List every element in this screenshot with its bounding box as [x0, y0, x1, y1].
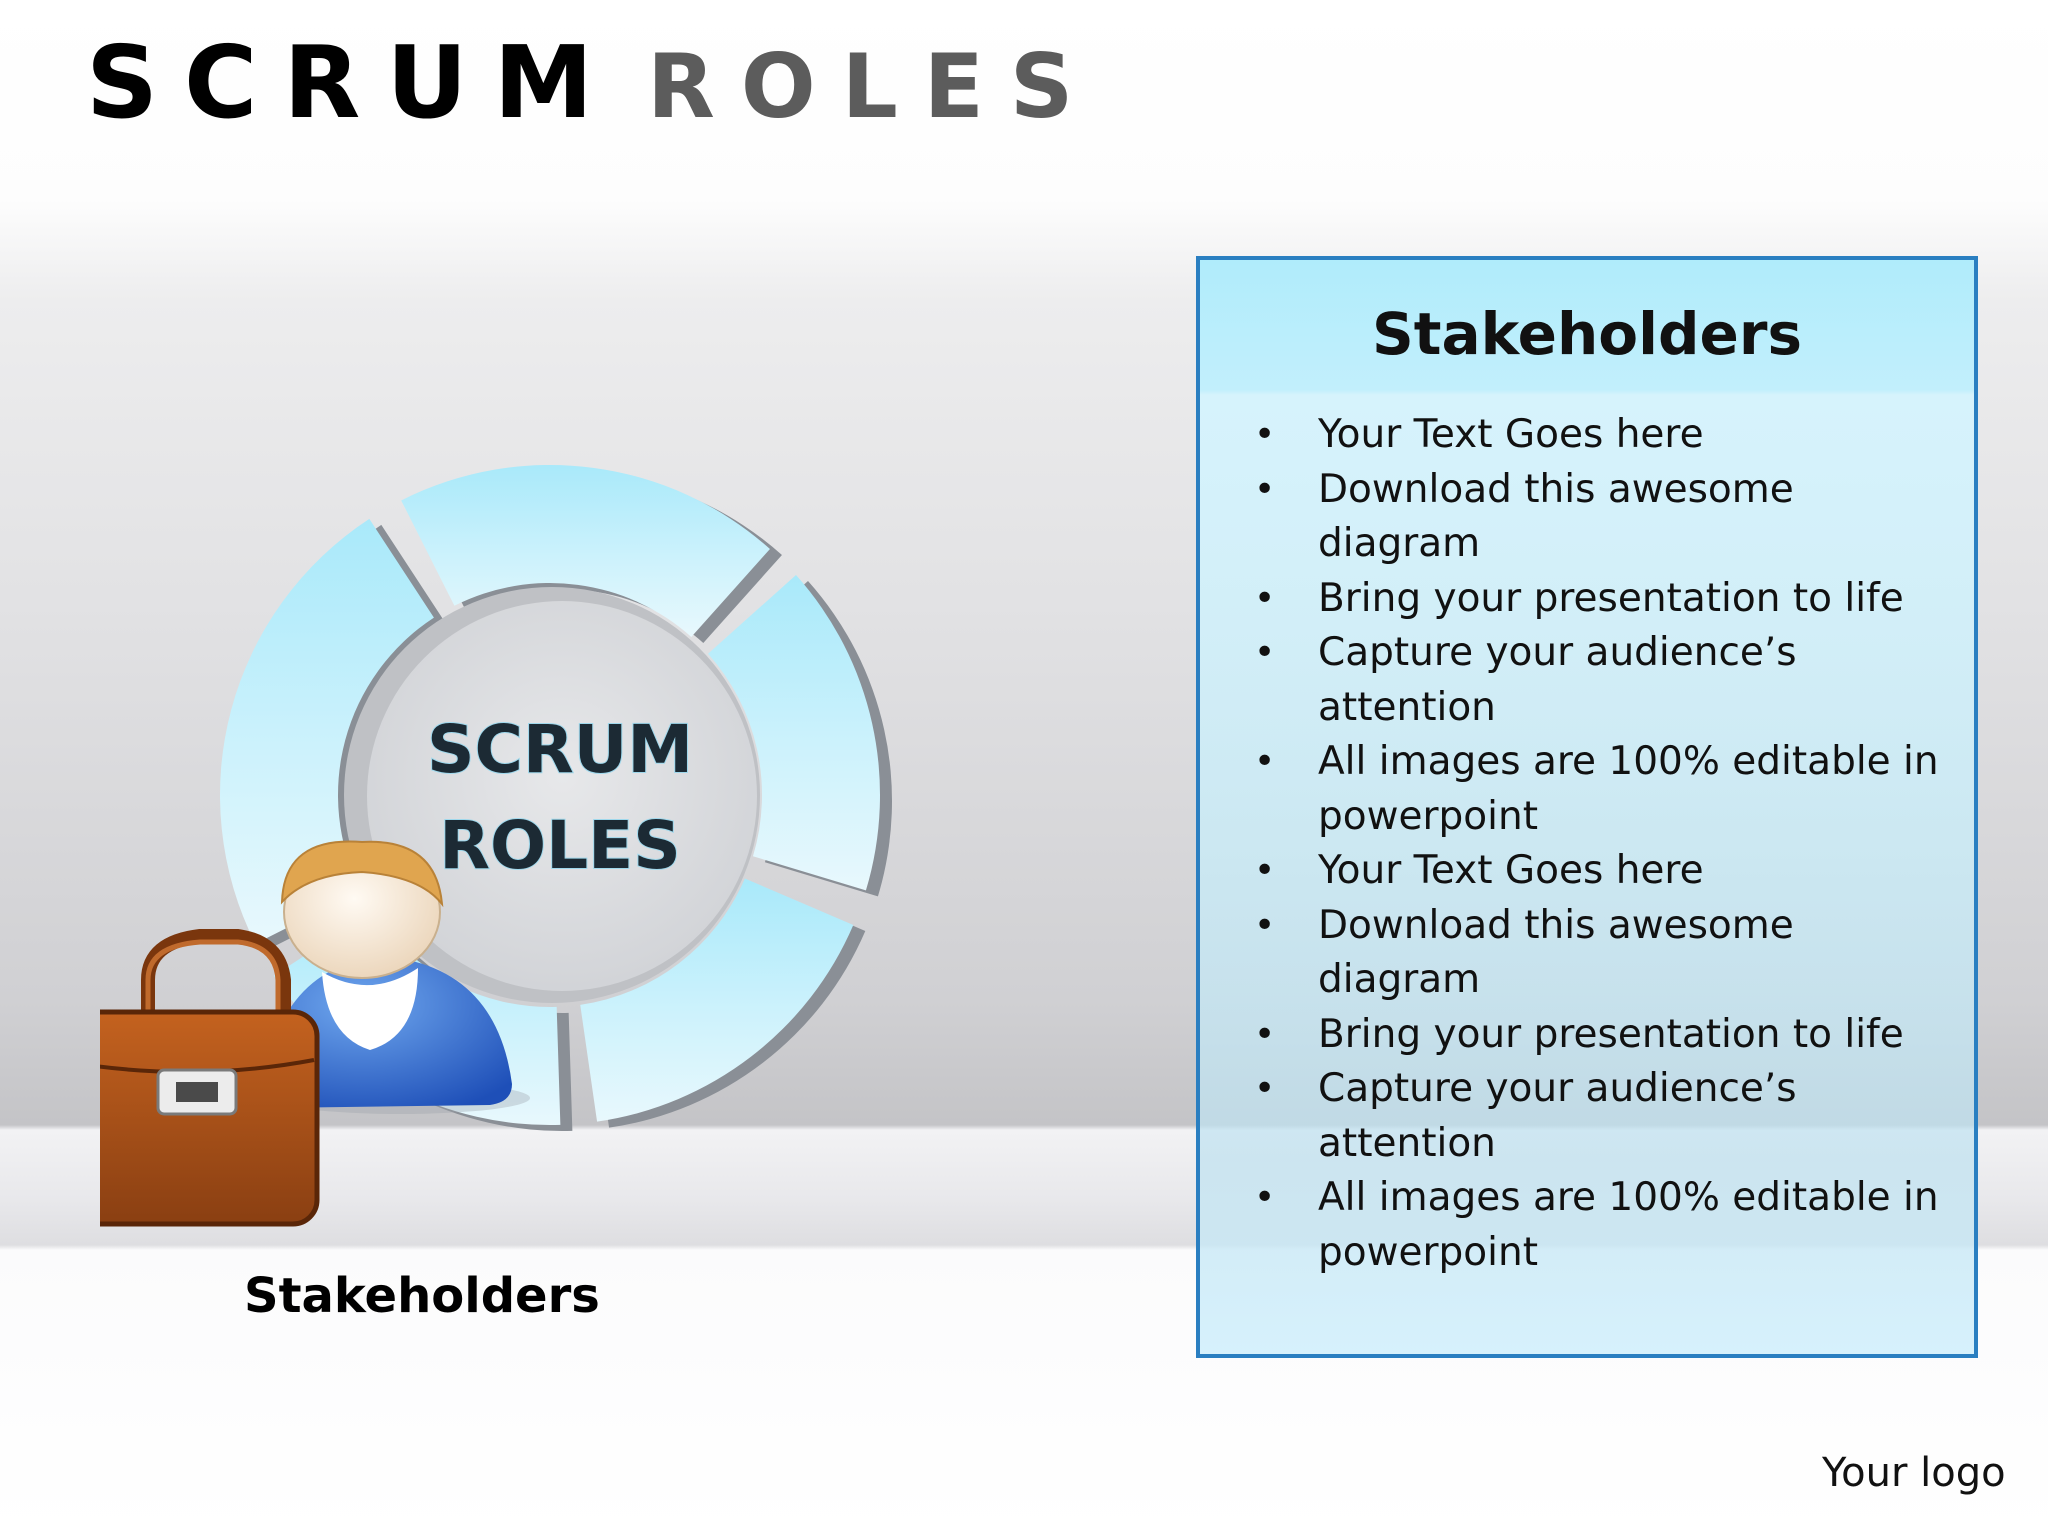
bullet-item: Your Text Goes here — [1254, 408, 1954, 463]
hub-label-line-1: SCRUM — [427, 711, 693, 788]
panel-title: Stakeholders — [1372, 300, 1802, 368]
bullet-item: Bring your presentation to life — [1254, 572, 1954, 627]
bullet-item: Capture your audience’s attention — [1254, 1062, 1954, 1171]
bullet-item: Download this awesome diagram — [1254, 899, 1954, 1008]
scrum-roles-wheel: SCRUM ROLES — [100, 465, 892, 1227]
title-word-roles: ROLES — [647, 35, 1100, 138]
bullet-item: Download this awesome diagram — [1254, 463, 1954, 572]
wheel-segment — [580, 878, 854, 1122]
wheel-segment — [401, 465, 770, 637]
panel-bullet-list: Your Text Goes here Download this awesom… — [1254, 408, 1954, 1280]
logo-placeholder: Your logo — [1822, 1450, 2006, 1496]
bullet-item: Capture your audience’s attention — [1254, 626, 1954, 735]
bullet-item: All images are 100% editable in powerpoi… — [1254, 1171, 1954, 1280]
wheel-segment — [708, 575, 880, 891]
bullet-item: Your Text Goes here — [1254, 844, 1954, 899]
briefcase-icon — [100, 929, 320, 1227]
stakeholder-person-icon — [259, 840, 530, 1114]
title-word-scrum: SCRUM — [86, 24, 620, 141]
bullet-item: Bring your presentation to life — [1254, 1008, 1954, 1063]
wheel-segment — [219, 518, 434, 944]
stakeholders-panel: Stakeholders Your Text Goes here Downloa… — [1196, 256, 1978, 1358]
slide-title: SCRUM ROLES — [86, 18, 1099, 148]
stakeholders-caption: Stakeholders — [244, 1268, 600, 1324]
wheel-hub — [367, 601, 757, 991]
hub-label-line-2: ROLES — [439, 807, 681, 884]
bullet-item: All images are 100% editable in powerpoi… — [1254, 735, 1954, 844]
